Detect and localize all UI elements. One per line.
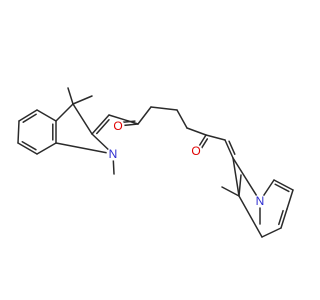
bond-c2b-c3b — [232, 157, 240, 197]
bond-c3b-me3d — [238, 174, 242, 197]
bond-a2-a3 — [17, 120, 20, 144]
bond-a6-a1 — [36, 109, 57, 122]
bond-a1-a2 — [18, 109, 38, 122]
bond-b5-c3b — [238, 195, 263, 238]
bond-a3-a4-double — [21, 141, 37, 151]
bond-b3-b4-double — [278, 209, 284, 226]
bond-k2-k3 — [176, 109, 188, 129]
bond-n1-a5 — [55, 142, 114, 155]
bond-ch2-c2b-double — [228, 140, 236, 155]
bond-co2-ch2 — [205, 134, 226, 141]
bond-a1-a2-double — [22, 113, 37, 123]
atom-o2-label: O — [191, 144, 200, 158]
bond-c2-ch1-double — [96, 119, 110, 135]
bond-b1-b2 — [273, 179, 294, 191]
atom-n2: N — [253, 194, 267, 208]
bond-co1-k1 — [137, 106, 152, 125]
bond-c2b-n2 — [232, 157, 261, 202]
bond-b3-b4 — [280, 208, 288, 229]
atom-n1: N — [106, 147, 120, 161]
bond-a4-a5 — [36, 142, 57, 155]
atom-layer: N O O N — [106, 119, 267, 208]
atom-o1: O — [111, 119, 125, 133]
bond-b1-b2-double — [274, 183, 290, 193]
atom-o1-label: O — [113, 119, 122, 133]
bond-a6-c3 — [55, 103, 74, 122]
bond-c3-me3a — [67, 87, 74, 105]
bond-a3-a4 — [17, 142, 38, 155]
bond-c3-me3b — [72, 95, 93, 105]
molecule-structure: N O O N — [17, 87, 294, 238]
atom-o2: O — [189, 144, 203, 158]
bond-ch2-c2b — [224, 139, 234, 159]
bond-c3-c2 — [72, 103, 93, 135]
bond-k3-co2 — [186, 127, 207, 136]
bond-c2-ch1 — [91, 114, 110, 135]
atom-n2-label: N — [256, 194, 265, 208]
bond-ch1-co1 — [108, 114, 139, 125]
bond-b2-b3 — [286, 189, 294, 210]
bond-c3b-me3c — [221, 186, 240, 197]
bond-k1-k2 — [150, 106, 178, 111]
atom-n1-label: N — [109, 147, 118, 161]
bond-b4-b5 — [261, 227, 282, 238]
